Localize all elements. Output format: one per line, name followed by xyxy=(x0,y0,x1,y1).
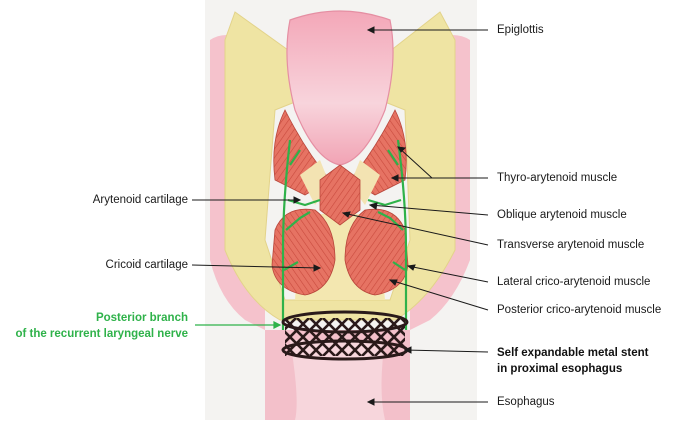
nerve-paths xyxy=(281,139,408,330)
right-nerve-branch-4 xyxy=(392,261,406,271)
label-posterior-crico-arytenoid-muscle: Posterior crico-arytenoid muscle xyxy=(497,304,662,316)
right-nerve-branch-3 xyxy=(387,149,399,166)
left-nerve-branch-4 xyxy=(283,261,299,271)
stent-wire xyxy=(387,337,405,356)
metal-stent xyxy=(281,310,409,361)
label-cricoid-cartilage: Cricoid cartilage xyxy=(105,259,188,271)
right-nerve-branch-2 xyxy=(367,198,402,207)
epiglottis-shape xyxy=(286,10,394,166)
left-posterior-crico-arytenoid-muscle xyxy=(271,208,336,296)
left-nerve-branch-3 xyxy=(289,149,301,166)
label-thyro-arytenoid-muscle: Thyro-arytenoid muscle xyxy=(497,172,618,184)
leader-lines xyxy=(191,26,489,406)
label-esophagus: Esophagus xyxy=(497,396,555,408)
label-oblique-arytenoid-muscle: Oblique arytenoid muscle xyxy=(497,209,627,221)
stent-wire xyxy=(387,318,405,337)
stent-wire xyxy=(374,324,405,356)
left-nerve-branch-1 xyxy=(285,211,311,231)
label-nerve-line2: of the recurrent laryngeal nerve xyxy=(15,328,188,340)
label-arytenoid-cartilage: Arytenoid cartilage xyxy=(92,194,188,206)
right-nerve-branch-1 xyxy=(377,211,404,231)
label-epiglottis: Epiglottis xyxy=(497,24,544,36)
nerve-leader-line xyxy=(195,321,282,329)
label-stent-line2: in proximal esophagus xyxy=(497,363,623,375)
right-posterior-crico-arytenoid-muscle xyxy=(344,208,409,296)
right-nerve xyxy=(396,139,408,330)
label-stent-line1: Self expandable metal stent xyxy=(497,347,649,359)
left-nerve xyxy=(281,139,292,330)
label-transverse-arytenoid-muscle: Transverse arytenoid muscle xyxy=(497,239,645,251)
label-lateral-crico-arytenoid-muscle: Lateral crico-arytenoid muscle xyxy=(497,276,651,288)
label-nerve-line1: Posterior branch xyxy=(95,312,188,324)
arytenoid-muscles xyxy=(319,164,361,226)
